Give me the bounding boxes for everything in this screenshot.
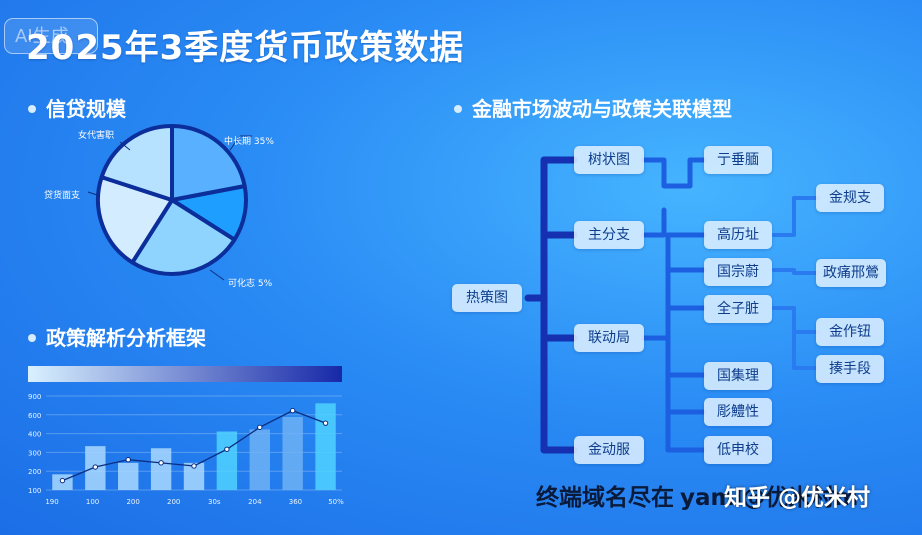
x-tick-label: 204 [248,498,262,506]
x-tick-label: 200 [167,498,180,506]
line-point [257,424,263,431]
x-tick-label: 100 [86,498,99,506]
pie-label-4: 女代害职 [78,129,114,141]
tree-node-level1[interactable]: 金动服 [574,436,644,464]
pie-label-3: 贷货面支 [44,189,80,201]
line-point [59,477,66,484]
y-tick-label: 400 [28,431,41,439]
tree-node-level2[interactable]: 彫鱧性 [704,398,772,426]
bar [118,462,139,490]
pie-slice [99,124,174,202]
line-point [158,460,164,466]
line-point [92,464,99,470]
tree-node-level3[interactable]: 政痛邢鶯 [816,259,886,287]
section-title-framework: 政策解析分析框架 [28,322,206,351]
tree-node-level2[interactable]: 全子脏 [704,295,772,323]
line-point [125,457,131,463]
bar [282,416,303,490]
line-point [289,407,296,414]
tree-node-level2[interactable]: 高历址 [704,221,772,249]
tree-trunk-lines [524,156,578,454]
x-tick-label: 360 [289,498,302,506]
watermark-text: 终端域名尽在 [536,485,674,511]
bar [249,429,270,490]
legend-gradient-bar [28,366,342,382]
y-tick-label: 600 [28,412,41,420]
y-tick-label: 300 [28,449,41,457]
bar [150,448,172,490]
section-title-model: 金融市场波动与政策关联模型 [454,93,732,122]
tree-node-root[interactable]: 热策图 [452,284,522,312]
tree-node-level2[interactable]: 亍垂腼 [704,146,772,174]
pie-slice [170,124,247,202]
pie-slice [96,175,174,265]
line-point [224,446,230,452]
x-tick-label: 190 [45,498,58,506]
bar [183,462,205,490]
framework-bar-line-chart: 900 600 400 300 200 100 190 100 200 200 30s 204 360… [28,366,344,506]
tree-leaf-lines [772,196,820,370]
pie-slice [130,198,237,276]
y-tick-label: 200 [28,468,41,476]
tree-branch-lines [641,157,707,453]
bar [216,431,238,490]
tree-node-level1[interactable]: 联动局 [574,324,644,352]
page-title: 2025年3季度货币政策数据 [26,28,465,68]
watermark-brand: 知乎 @优米村 [724,485,871,511]
pie-leader-line [87,191,101,197]
bullet-dot-icon [454,104,462,113]
watermark-overlay: yaml@优米村m [680,485,859,511]
tree-node-level3[interactable]: 金规支 [816,184,884,212]
ai-generated-badge: AI生成 [4,18,98,54]
tree-node-level2[interactable]: 低申校 [704,436,772,464]
tree-node-level1[interactable]: 树状图 [574,146,644,174]
bar [315,403,336,490]
y-tick-label: 100 [28,487,41,495]
pie-leader-line [119,141,131,151]
policy-tree-diagram [524,156,820,454]
pie-leader-line [209,269,225,281]
tree-node-level2[interactable]: 国集理 [704,362,772,390]
pie-label-1: 中长期 35% [224,135,274,147]
line-point [191,463,197,469]
section-title-credit: 信贷规模 [28,93,126,122]
x-tick-label: 30s [208,498,221,506]
credit-pie-chart: 中长期 35% 可化志 5% 贷货面支 女代害职 [44,124,274,289]
bullet-dot-icon [28,333,36,342]
x-tick-label: 50% [328,498,344,506]
tree-node-level3[interactable]: 揍手段 [816,355,884,383]
y-tick-label: 900 [28,393,41,401]
pie-leader-line [229,135,241,151]
tree-node-level2[interactable]: 国宗蔚 [704,258,772,286]
x-tick-label: 200 [126,498,139,506]
line-point [322,420,329,426]
tree-node-level1[interactable]: 主分支 [574,221,644,249]
pie-label-2: 可化志 5% [228,277,273,289]
tree-node-level3[interactable]: 金作钮 [816,318,884,346]
bullet-dot-icon [28,104,36,113]
